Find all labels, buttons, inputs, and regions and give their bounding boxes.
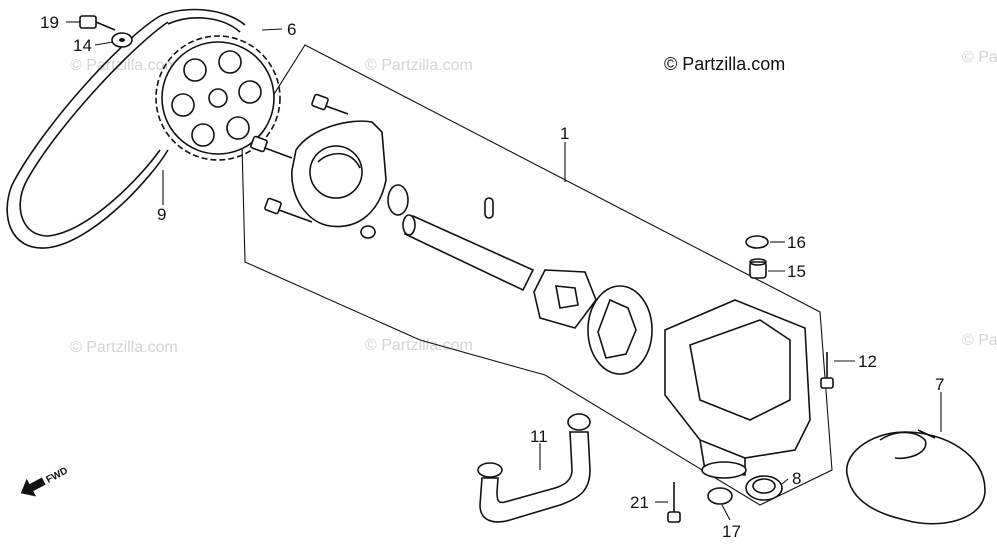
assembly-outline	[241, 44, 833, 506]
pump-body	[664, 299, 811, 479]
callout-14: 14	[73, 36, 92, 55]
oil-pipe	[477, 413, 591, 523]
oil-strainer	[845, 429, 986, 525]
watermark-2: © Partzilla.com	[365, 57, 473, 74]
pump-shaft	[402, 214, 535, 292]
collar-15	[749, 258, 767, 279]
bolt-21	[667, 482, 681, 523]
callout-19: 19	[40, 13, 59, 32]
inner-rotor	[533, 269, 597, 329]
watermark-3: © Partzilla.com	[962, 49, 997, 66]
callout-8: 8	[792, 469, 801, 488]
forward-direction-indicator: FWD	[20, 465, 70, 497]
callout-labels: 19 14 6 1 9 16 15 12 7 11 8 21 17	[40, 13, 944, 541]
dowel-pin	[484, 197, 494, 219]
cam-chain	[6, 8, 246, 249]
bolt-12	[820, 352, 834, 389]
watermark-4: © Partzilla.com	[70, 339, 178, 356]
washer-16	[745, 235, 769, 249]
cover-o-ring	[387, 184, 409, 216]
fwd-arrow-icon	[20, 477, 46, 497]
callout-6: 6	[287, 20, 296, 39]
callout-16: 16	[787, 233, 806, 252]
callout-21: 21	[630, 493, 649, 512]
fwd-label: FWD	[45, 465, 70, 485]
o-ring-17	[707, 487, 733, 505]
oil-pump-sprocket	[155, 35, 281, 161]
seal-8	[745, 475, 783, 501]
watermark-5: © Partzilla.com	[365, 337, 473, 354]
sprocket-bolt	[79, 15, 116, 31]
callout-9: 9	[157, 205, 166, 224]
callout-17: 17	[722, 522, 741, 541]
sprocket-washer	[111, 32, 133, 48]
callout-1: 1	[560, 124, 569, 143]
watermark-1: © Partzilla.com	[70, 57, 178, 74]
leader-lines	[66, 21, 942, 521]
callout-15: 15	[787, 262, 806, 281]
watermarks: © Partzilla.com © Partzilla.com © Partzi…	[70, 49, 997, 356]
watermark-6: © Partzilla.com	[962, 332, 997, 349]
pump-cover	[291, 120, 387, 239]
pump-cover-bolts	[250, 93, 349, 223]
callout-7: 7	[935, 375, 944, 394]
callout-12: 12	[858, 352, 877, 371]
outer-rotor	[587, 285, 653, 375]
callout-11: 11	[530, 427, 548, 446]
copyright-text: © Partzilla.com	[664, 54, 785, 74]
